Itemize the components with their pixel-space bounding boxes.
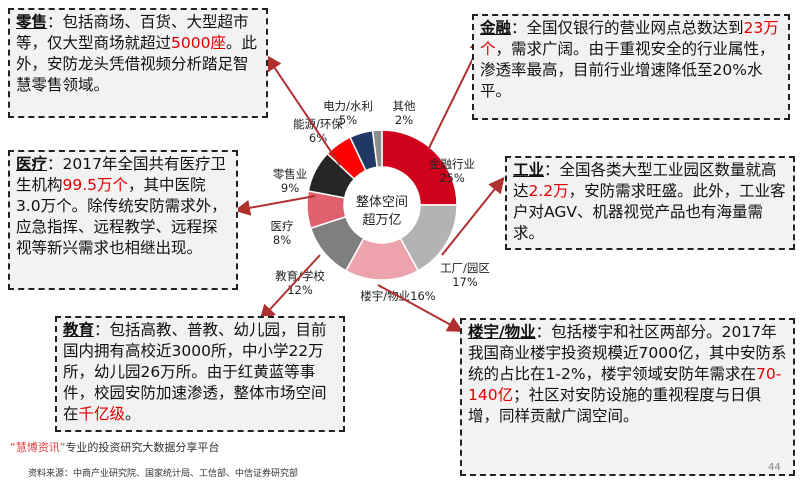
slice-label-5: 零售业 (273, 167, 308, 181)
source-note: 资料来源：中商产业研究院、国家统计局、工信部、中信证券研究部 (28, 469, 299, 479)
slice-value-6: 6% (309, 131, 327, 145)
education-text: ：包括高教、普教、幼儿园，目前国内拥有高校近3000所，中小学22万所，幼儿园2… (63, 321, 327, 423)
finance-highlight: 23万个 (480, 19, 779, 58)
education-highlight: 千亿级 (78, 405, 126, 423)
slice-value-7: 5% (339, 113, 357, 127)
industry-text: ：全国各类大型工业园区数量就高达 (513, 161, 777, 200)
industry-title: 工业 (513, 161, 545, 179)
finance-text: ：全国仅银行的营业网点总数达到 (511, 19, 744, 37)
building-text-2: ；社区对安防设施的重视程度与日俱增，同样贡献广阔空间。 (468, 386, 762, 425)
retail-title: 零售 (16, 13, 48, 31)
center-label-2: 超万亿 (362, 213, 401, 228)
industry-box: 工业：全国各类大型工业园区数量就高达2.2万，安防需求旺盛。此外，工业客户对AG… (505, 156, 795, 250)
slice-label-7: 电力/水利 (323, 99, 373, 113)
slice-label-4: 医疗 (271, 219, 294, 233)
slice-value-3: 12% (287, 283, 313, 297)
medical-highlight: 99.5万个 (62, 176, 129, 194)
retail-box: 零售：包括商场、百货、大型超市等，仅大型商场就超过5000座。此外，安防龙头凭借… (8, 8, 268, 118)
medical-text-2: ，其中医院3.0万个。除传统安防需求外，应急指挥、远程教学、远程探视等新兴需求也… (16, 176, 227, 257)
education-box: 教育：包括高教、普教、幼儿园，目前国内拥有高校近3000所，中小学22万所，幼儿… (55, 316, 345, 432)
slice-label-0: 金融行业 (429, 157, 475, 171)
retail-text-2: 。此外，安防龙头凭借视频分析踏足智慧零售领域。 (16, 34, 257, 94)
building-text: ：包括楼宇和社区两部分。2017年我国商业楼宇投资规模近7000亿，其中安防系统… (468, 323, 787, 383)
slice-value-5: 9% (281, 181, 299, 195)
footer-slogan-text: 专业的投资研究大数据分享平台 (65, 441, 220, 454)
education-title: 教育 (63, 321, 95, 339)
retail-text: ：包括商场、百货、大型超市等，仅大型商场就超过 (16, 13, 249, 52)
finance-title: 金融 (480, 19, 512, 37)
footer-brand: “慧博资讯” (10, 441, 66, 454)
building-highlight: 70-140亿 (468, 365, 782, 404)
slice-value-1: 17% (452, 275, 478, 289)
center-label-1: 整体空间 (356, 195, 408, 210)
industry-highlight: 2.2万 (528, 182, 569, 200)
retail-highlight: 5000座 (171, 34, 226, 52)
building-title: 楼宇/物业 (468, 323, 536, 341)
slice-8 (371, 129, 383, 169)
slice-label-1: 工厂/园区 (440, 261, 490, 275)
education-text-2: 。 (125, 405, 141, 423)
medical-box: 医疗：2017年全国共有医疗卫生机构99.5万个，其中医院3.0万个。除传统安防… (8, 150, 238, 290)
slice-label-8: 其他 (393, 99, 416, 113)
finance-text-2: ，需求广阔。由于重视安全的行业属性，渗透率最高，目前行业增速降低至20%水平。 (480, 40, 775, 100)
slice-label-6: 能源/环保 (293, 117, 343, 131)
medical-text: ：2017年全国共有医疗卫生机构 (16, 155, 226, 194)
slice-value-4: 8% (273, 233, 291, 247)
slice-value-8: 2% (395, 113, 413, 127)
page-number: 44 (768, 462, 781, 473)
slice-value-0: 25% (439, 171, 465, 185)
footer-slogan: “慧博资讯”专业的投资研究大数据分享平台 (10, 439, 219, 455)
building-box: 楼宇/物业：包括楼宇和社区两部分。2017年我国商业楼宇投资规模近7000亿，其… (460, 318, 795, 476)
slice-0 (381, 129, 458, 206)
industry-text-2: ，安防需求旺盛。此外，工业客户对AGV、机器视觉产品也有海量需求。 (513, 182, 786, 242)
finance-box: 金融：全国仅银行的营业网点总数达到23万个，需求广阔。由于重视安全的行业属性，渗… (472, 14, 790, 120)
medical-title: 医疗 (16, 155, 48, 173)
